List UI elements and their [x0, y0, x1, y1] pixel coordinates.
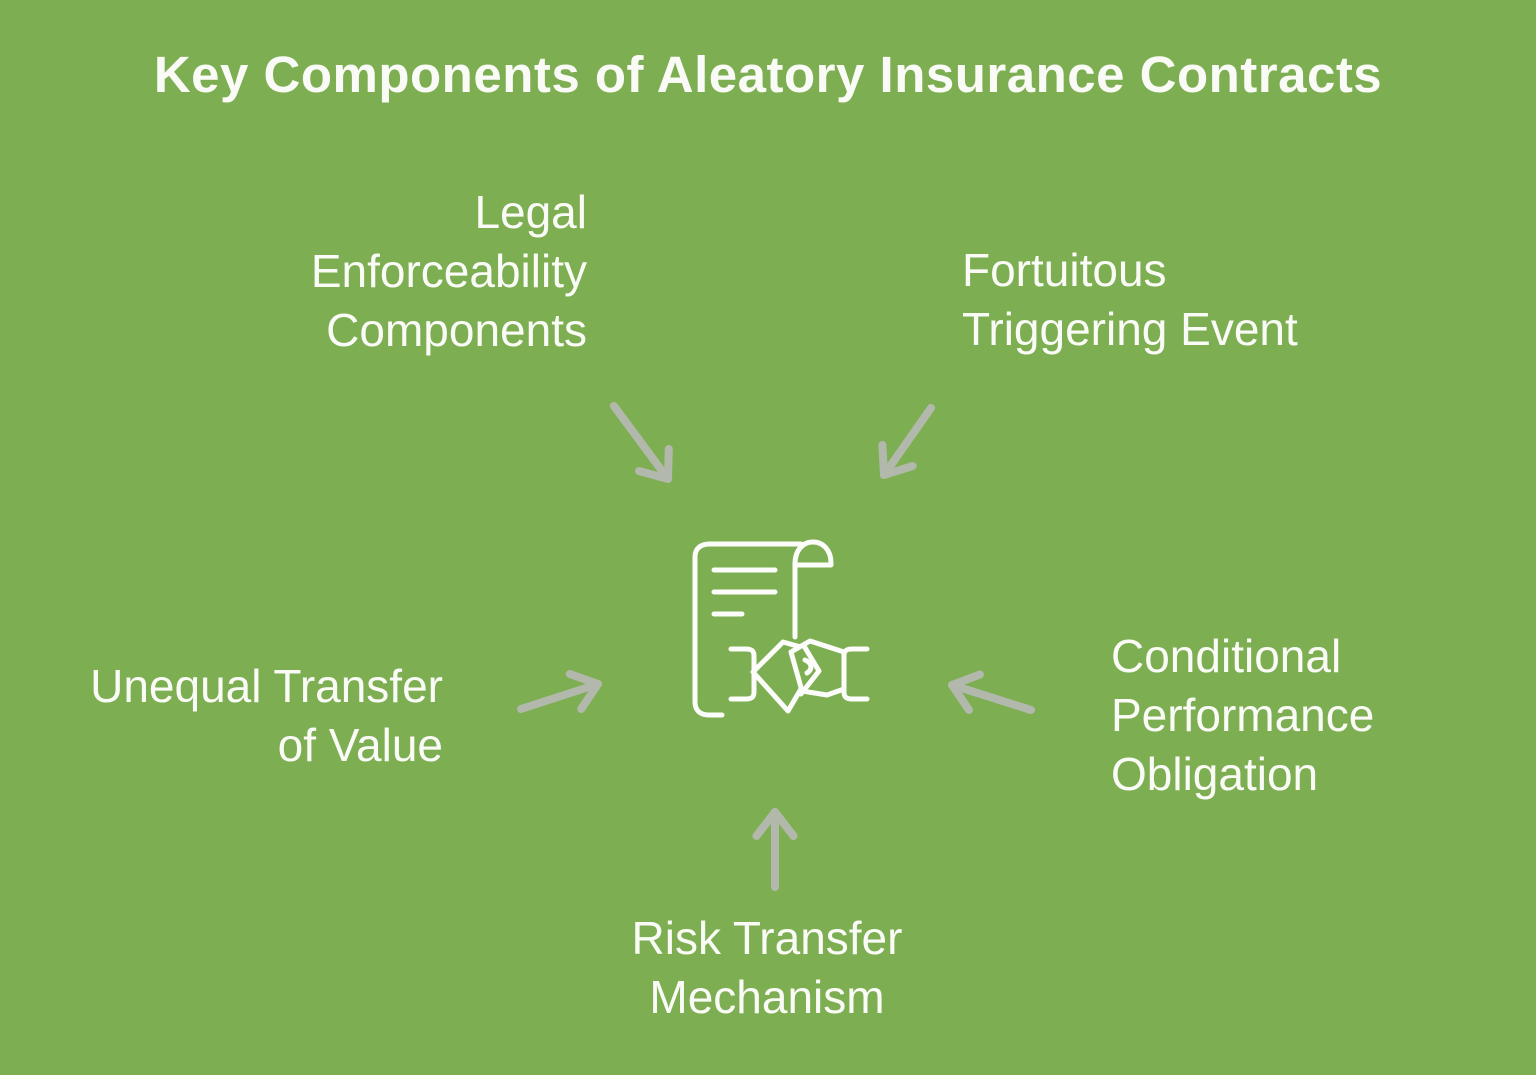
document-text-lines [711, 567, 778, 617]
arrow-shaft [517, 680, 602, 713]
arrow-head [565, 670, 602, 713]
arrow-shaft [880, 404, 935, 479]
handshake-left-cuff [728, 646, 757, 702]
component-label-risk-transfer-mechanism: Risk Transfer Mechanism [631, 912, 903, 1023]
handshake-icon [728, 638, 870, 714]
arrow-head [752, 808, 798, 840]
contract-handshake-icon [692, 539, 870, 718]
arrow-head [635, 445, 673, 483]
component-label-unequal-transfer-of-value: Unequal Transfer of Value [90, 660, 443, 771]
component-label-legal-enforceability: Legal Enforceability Components [310, 186, 587, 356]
arrow-unequal-to-center-icon [517, 670, 602, 713]
arrow-conditional-to-center-icon [948, 670, 1035, 714]
arrow-head [948, 670, 984, 714]
document-icon [692, 539, 834, 718]
arrow-head [878, 441, 917, 479]
handshake-right-cuff [841, 646, 870, 702]
arrow-shaft [948, 681, 1035, 714]
arrow-shaft [610, 402, 672, 483]
component-label-fortuitous-triggering-event: Fortuitous Triggering Event [962, 244, 1298, 355]
arrow-legal-to-center-icon [610, 402, 673, 483]
handshake-thumb [802, 657, 814, 676]
handshake-fingers [798, 643, 822, 697]
page-title: Key Components of Aleatory Insurance Con… [153, 46, 1383, 103]
document-scroll-curl [792, 539, 834, 640]
document-outline [692, 541, 804, 718]
arrow-fortuitous-to-center-icon [878, 404, 935, 479]
component-label-conditional-performance-obligation: Conditional Performance Obligation [1111, 630, 1375, 800]
arrow-risk-to-center-icon [752, 808, 798, 891]
